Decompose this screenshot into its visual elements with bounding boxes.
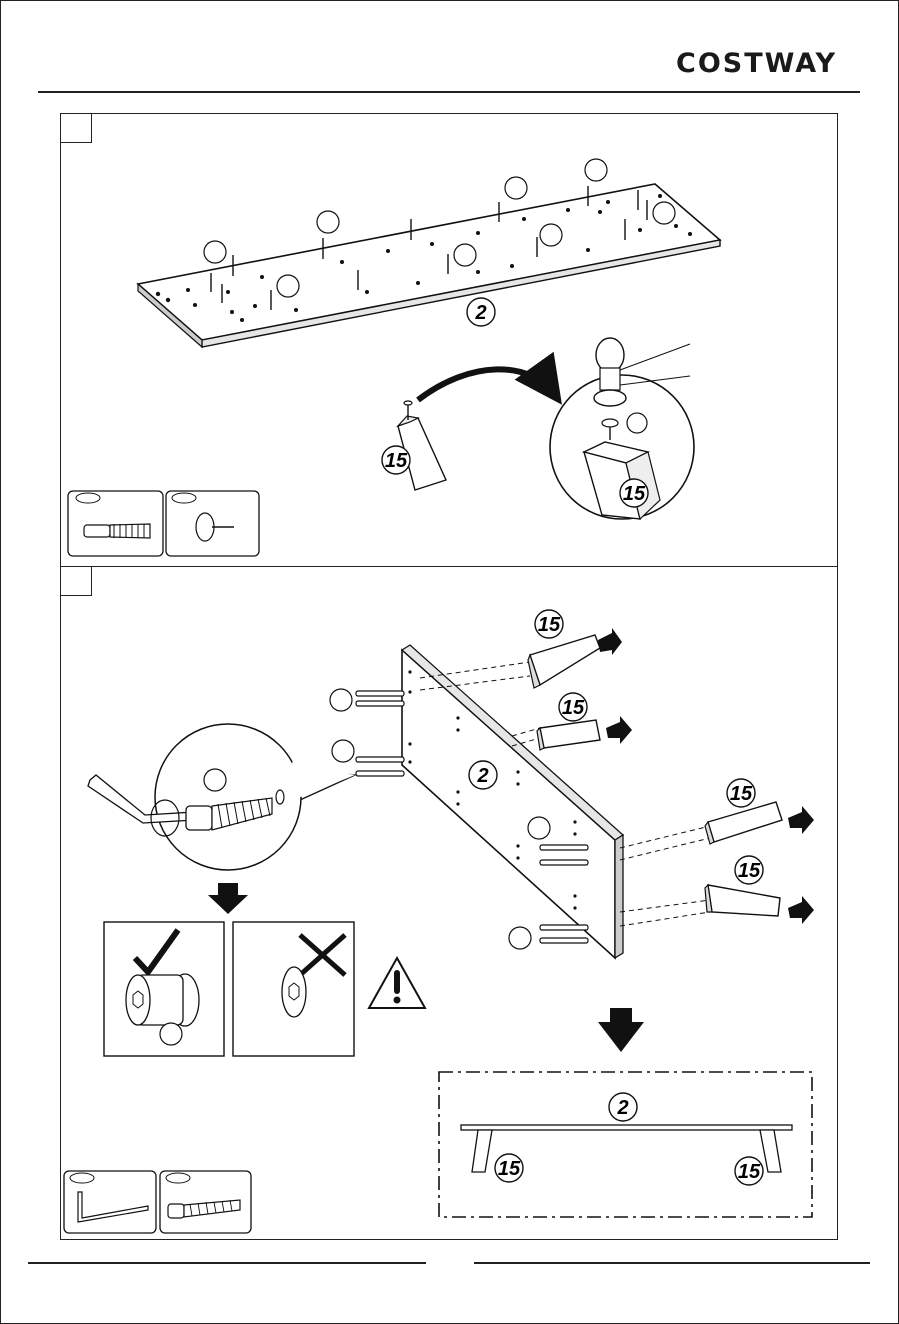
footer-rule-right (474, 1262, 870, 1264)
svg-text:15: 15 (730, 783, 753, 805)
warning-icon (369, 958, 425, 1008)
step1-panel-label: 2 (467, 298, 495, 326)
svg-text:15: 15 (562, 697, 585, 719)
svg-text:15: 15 (538, 614, 561, 636)
svg-text:15: 15 (385, 450, 408, 472)
step2-board (402, 645, 623, 958)
svg-text:2: 2 (476, 765, 488, 787)
step2-correct-box (104, 922, 224, 1056)
step1-leg: 15 (382, 401, 446, 490)
step2-down-arrow-result (598, 1008, 644, 1052)
step2-detail-circle (88, 724, 355, 870)
step2-panel-label: 2 (469, 761, 497, 789)
step1-hardware-box-glide (166, 491, 259, 556)
step2-down-arrow-left (208, 883, 248, 914)
step2-incorrect-box (233, 922, 354, 1056)
step2-leg-c: 15 (705, 779, 814, 844)
step2-leg-d: 15 (705, 856, 814, 924)
step2-hardware-box-key (64, 1171, 156, 1233)
step2-hardware-box-bolt (160, 1171, 251, 1233)
svg-text:2: 2 (474, 302, 486, 324)
footer-rule-left (28, 1262, 426, 1264)
step1-curved-arrow (418, 369, 555, 400)
svg-text:15: 15 (498, 1158, 521, 1180)
cam-dowel-icon (84, 524, 150, 538)
step1-board (138, 184, 720, 347)
svg-text:15: 15 (738, 860, 761, 882)
step1-detail-circle: 15 (550, 338, 694, 519)
step2-leg-b: 15 (537, 693, 632, 750)
step1-hardware-box-dowel (68, 491, 163, 556)
step2-result-box: 2 15 15 (439, 1072, 812, 1217)
svg-text:15: 15 (738, 1161, 761, 1183)
step2-leg-a: 15 (528, 610, 622, 688)
svg-text:15: 15 (623, 483, 646, 505)
svg-text:2: 2 (616, 1097, 628, 1119)
